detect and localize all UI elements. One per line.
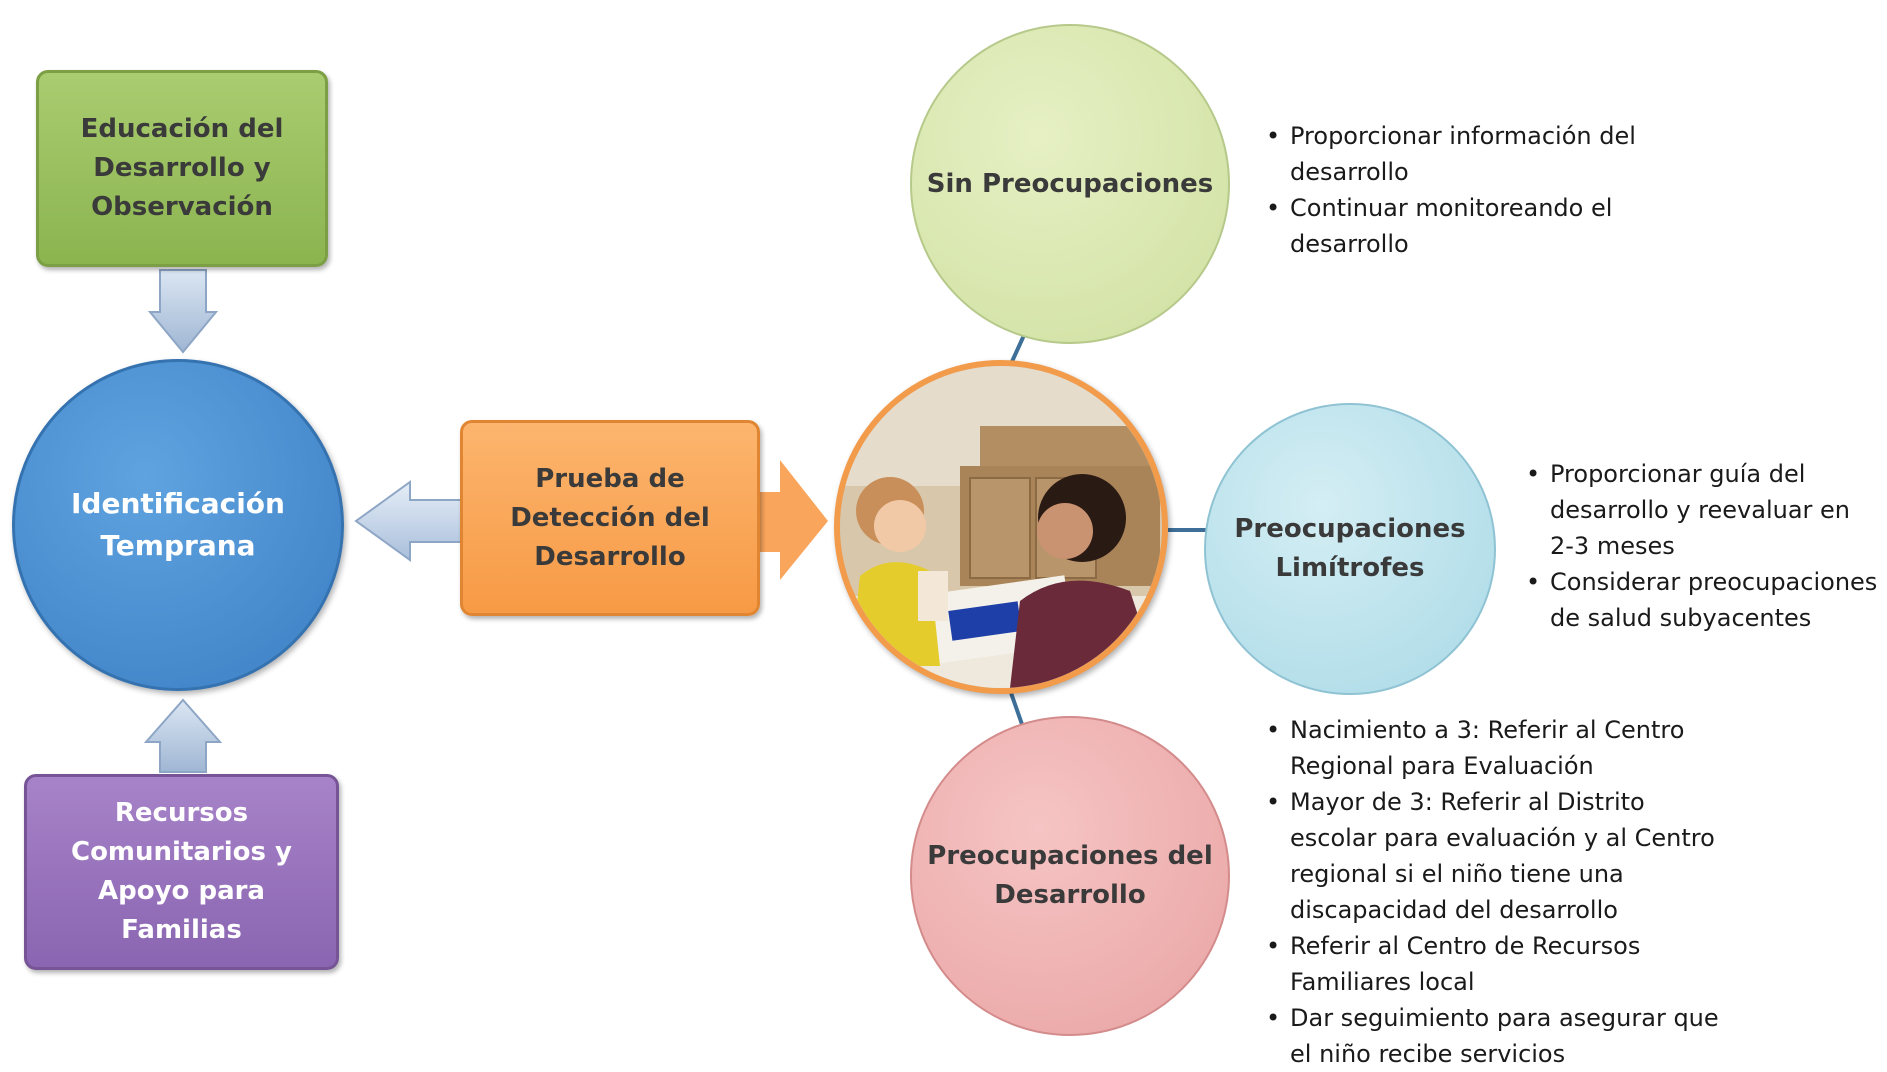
bullet-line: Continuar monitoreando el <box>1290 194 1613 222</box>
list-item: Continuar monitoreando el desarrollo <box>1262 190 1682 262</box>
identification-line-1: Identificación <box>71 487 285 520</box>
resources-line-1: Recursos <box>114 798 249 828</box>
bullet-line: Familiares local <box>1290 968 1475 996</box>
bullet-line: Considerar preocupaciones <box>1550 568 1878 596</box>
arrow-up-icon <box>143 698 223 773</box>
developmental-concerns-circle: Preocupaciones del Desarrollo <box>910 716 1230 1036</box>
bullet-line: discapacidad del desarrollo <box>1290 896 1618 924</box>
education-line-2: Desarrollo y <box>93 153 271 183</box>
bullet-line: regional si el niño tiene una <box>1290 860 1624 888</box>
early-identification-circle: Identificación Temprana <box>12 359 344 691</box>
screening-line-2: Detección del <box>510 502 710 533</box>
education-line-3: Observación <box>91 192 273 222</box>
borderline-line-1: Preocupaciones <box>1234 514 1466 544</box>
screening-photo-illustration <box>840 366 1162 688</box>
arrow-left-icon <box>354 480 463 562</box>
no-concerns-bullet-list: Proporcionar información del desarrollo … <box>1262 118 1682 262</box>
education-line-1: Educación del <box>80 114 284 144</box>
borderline-bullet-list: Proporcionar guía del desarrollo y reeva… <box>1522 456 1882 636</box>
bullet-line: 2-3 meses <box>1550 532 1675 560</box>
resources-line-4: Familias <box>121 915 242 945</box>
arrow-down-icon <box>147 269 219 354</box>
education-observation-box: Educación del Desarrollo y Observación <box>36 70 328 267</box>
bullet-line: Dar seguimiento para asegurar que <box>1290 1004 1719 1032</box>
bullet-line: desarrollo <box>1290 158 1409 186</box>
list-item: Considerar preocupaciones de salud subya… <box>1522 564 1882 636</box>
resources-line-3: Apoyo para <box>98 876 265 906</box>
no-concerns-circle: Sin Preocupaciones <box>910 24 1230 344</box>
bullet-line: de salud subyacentes <box>1550 604 1812 632</box>
arrow-right-icon <box>756 460 828 580</box>
bullet-line: Mayor de 3: Referir al Distrito <box>1290 788 1645 816</box>
bullet-line: Nacimiento a 3: Referir al Centro <box>1290 716 1685 744</box>
resources-line-2: Comunitarios y <box>70 837 292 867</box>
bullet-line: desarrollo y reevaluar en <box>1550 496 1850 524</box>
list-item: Proporcionar guía del desarrollo y reeva… <box>1522 456 1882 564</box>
borderline-line-2: Limítrofes <box>1275 553 1425 583</box>
bullet-line: desarrollo <box>1290 230 1409 258</box>
bullet-line: Referir al Centro de Recursos <box>1290 932 1641 960</box>
developmental-line-2: Desarrollo <box>994 880 1146 910</box>
list-item: Nacimiento a 3: Referir al Centro Region… <box>1262 712 1742 784</box>
bullet-line: escolar para evaluación y al Centro <box>1290 824 1715 852</box>
no-concerns-label: Sin Preocupaciones <box>926 168 1214 199</box>
list-item: Proporcionar información del desarrollo <box>1262 118 1682 190</box>
screening-line-3: Desarrollo <box>534 541 686 572</box>
list-item: Mayor de 3: Referir al Distrito escolar … <box>1262 784 1742 928</box>
community-resources-box: Recursos Comunitarios y Apoyo para Famil… <box>24 774 339 970</box>
developmental-line-1: Preocupaciones del <box>927 841 1213 871</box>
bullet-line: Proporcionar información del <box>1290 122 1636 150</box>
borderline-concerns-circle: Preocupaciones Limítrofes <box>1204 403 1496 695</box>
developmental-screening-box: Prueba de Detección del Desarrollo <box>460 420 760 616</box>
list-item: Referir al Centro de Recursos Familiares… <box>1262 928 1742 1000</box>
screening-line-1: Prueba de <box>535 463 685 494</box>
developmental-bullet-list: Nacimiento a 3: Referir al Centro Region… <box>1262 712 1742 1072</box>
identification-line-2: Temprana <box>100 529 256 562</box>
bullet-line: el niño recibe servicios <box>1290 1040 1566 1068</box>
list-item: Dar seguimiento para asegurar que el niñ… <box>1262 1000 1742 1072</box>
screening-photo <box>834 360 1168 694</box>
bullet-line: Proporcionar guía del <box>1550 460 1806 488</box>
bullet-line: Regional para Evaluación <box>1290 752 1594 780</box>
